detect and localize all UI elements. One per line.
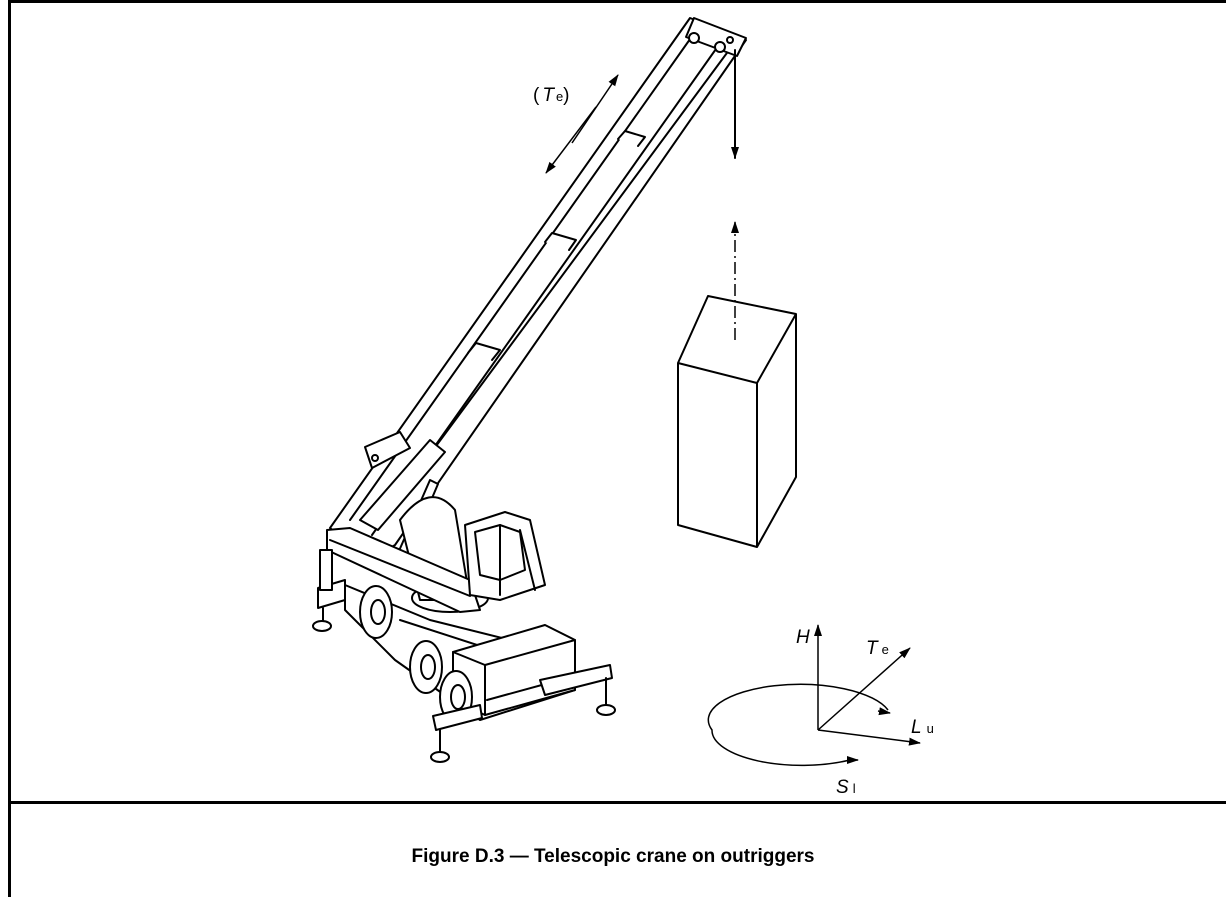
axis-sl-main: S: [836, 777, 849, 798]
figure-caption: Figure D.3 — Telescopic crane on outrigg…: [411, 846, 815, 867]
axis-h-label: H: [796, 627, 810, 648]
axis-sl-sub: l: [853, 781, 856, 796]
boom-motion-close: ): [563, 85, 569, 106]
slewing-ellipse: [707, 683, 889, 767]
axis-h-main: H: [796, 627, 810, 648]
axis-te-line: [817, 647, 911, 731]
axis-lu-sub: u: [927, 721, 934, 736]
frame-border: [8, 0, 1226, 897]
axis-lu-main: L: [911, 717, 922, 738]
axis-lu-line: [817, 729, 921, 746]
superstructure: [326, 496, 546, 613]
boom-extension-arrow: [545, 74, 619, 174]
axis-te-sub: e: [882, 642, 889, 657]
crane-drawing: [312, 17, 747, 763]
boom-motion-main: T: [542, 85, 555, 106]
load-box: [677, 295, 797, 548]
wheels: [359, 585, 473, 724]
boom-motion-sub: e: [556, 89, 563, 104]
axis-te-main: T: [866, 638, 879, 659]
boom-motion-open: (: [533, 85, 540, 106]
telescopic-boom: [329, 17, 747, 561]
coordinate-system: [707, 624, 921, 767]
outriggers: [312, 549, 616, 763]
